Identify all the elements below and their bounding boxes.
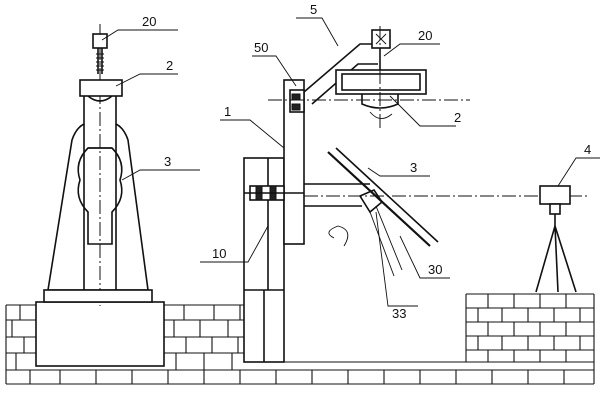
label-2-left: 2 (166, 58, 173, 73)
label-3-left: 3 (164, 154, 171, 169)
label-4: 4 (584, 142, 591, 157)
central-column (243, 79, 305, 363)
label-3-right: 3 (410, 160, 417, 175)
label-2-right: 2 (454, 110, 461, 125)
label-30: 30 (428, 262, 442, 277)
label-10: 10 (212, 246, 226, 261)
label-1: 1 (224, 104, 231, 119)
left-pedestal-block (35, 301, 165, 367)
label-20-right: 20 (418, 28, 432, 43)
label-50: 50 (254, 40, 268, 55)
leader-lines (101, 17, 600, 307)
tilted-plate-assembly (304, 147, 439, 277)
label-20-left: 20 (142, 14, 156, 29)
label-5: 5 (310, 2, 317, 17)
upper-arm-assembly (303, 26, 427, 130)
ground-brickwork (5, 293, 595, 385)
label-33: 33 (392, 306, 406, 321)
left-fixture (43, 24, 153, 306)
tripod-sensor (535, 185, 577, 293)
